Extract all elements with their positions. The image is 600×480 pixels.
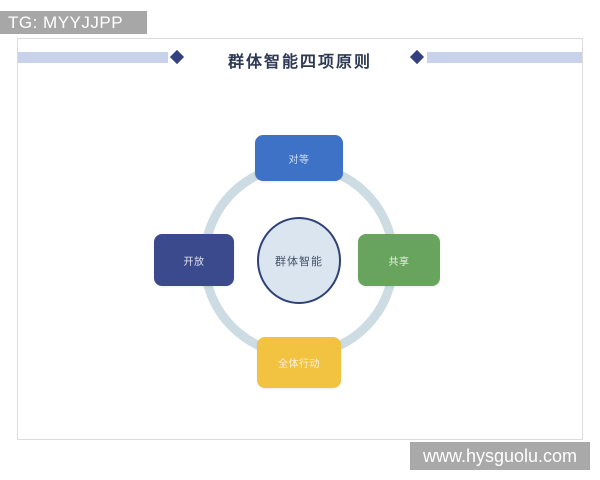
principle-node-sharing: 共享 bbox=[358, 234, 440, 286]
page-title: 群体智能四项原则 bbox=[227, 54, 372, 71]
center-concept-circle: 群体智能 bbox=[257, 217, 341, 304]
principle-node-collective-action: 全体行动 bbox=[257, 337, 341, 388]
principle-node-equality: 对等 bbox=[255, 135, 343, 181]
tg-watermark-banner: TG: MYYJJPP bbox=[0, 11, 147, 34]
title-decoration-bar-right bbox=[427, 52, 582, 63]
website-watermark-banner: www.hysguolu.com bbox=[410, 442, 590, 470]
title-decoration-bar-left bbox=[18, 52, 168, 63]
principle-node-openness: 开放 bbox=[154, 234, 234, 286]
